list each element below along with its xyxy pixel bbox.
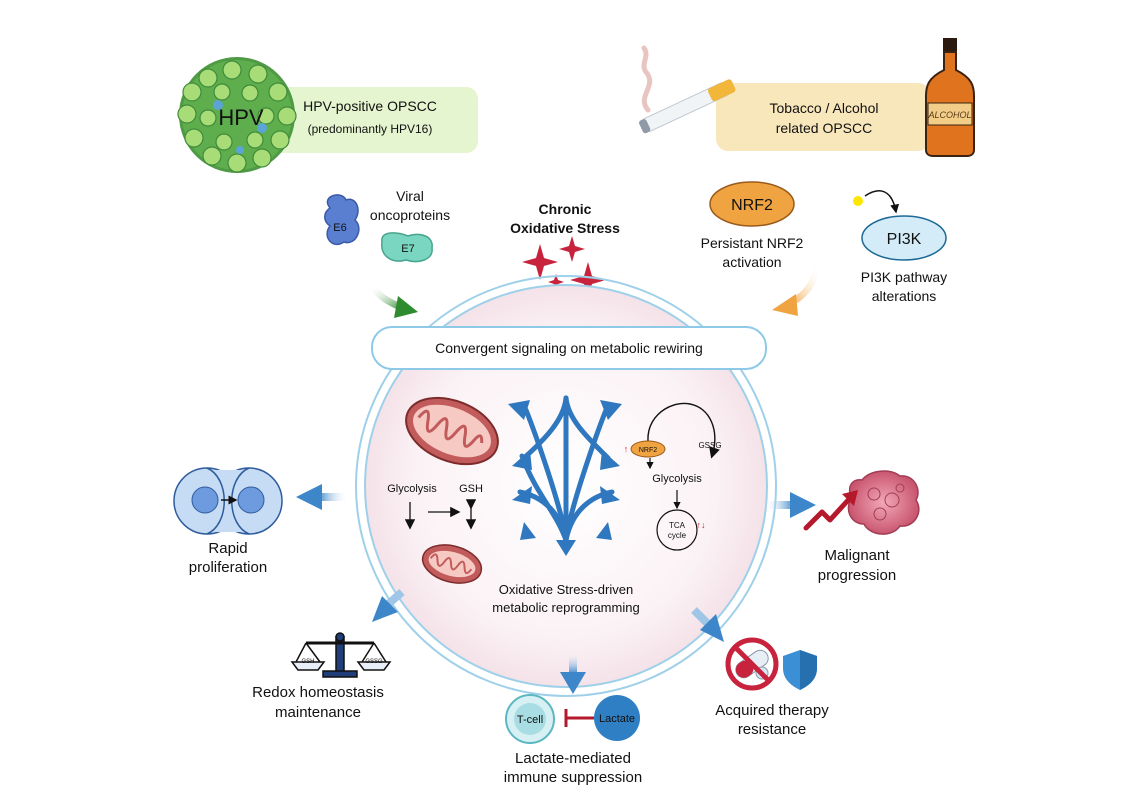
- balance-scale-icon: [290, 632, 392, 678]
- convergent-signaling-banner: [371, 326, 767, 370]
- tcell-label: T-cell: [517, 714, 543, 726]
- outcome-malignant: Malignant progression: [803, 470, 920, 584]
- e6-label: E6: [333, 222, 346, 234]
- lactate-label: Lactate: [599, 713, 635, 725]
- ligand-dot-icon: [853, 196, 863, 206]
- banner-label: Convergent signaling on metabolic rewiri…: [435, 340, 703, 356]
- outcome-lactate: T-cell Lactate Lactate-mediated immune s…: [504, 694, 642, 786]
- tobacco-section: ALCOHOL Tobacco / Alcohol related OPSCC: [639, 38, 975, 157]
- gssg-label: GSSG: [698, 441, 721, 450]
- output-arrow-bottom: [560, 652, 586, 694]
- nrf2-up-arrow-icon: ↑: [624, 444, 629, 454]
- nrf2-caption-line1: Persistant NRF2: [701, 235, 804, 251]
- e7-label: E7: [401, 243, 414, 255]
- redox-line2: maintenance: [275, 704, 361, 721]
- hpv-box-title: HPV-positive OPSCC: [303, 98, 437, 114]
- alcohol-bottle-label: ALCOHOL: [927, 110, 971, 120]
- pi3k-oval: [861, 215, 947, 261]
- oxidative-stress: Chronic Oxidative Stress: [510, 201, 620, 298]
- input-arrow-orange: [772, 262, 822, 316]
- proliferation-line2: proliferation: [189, 559, 267, 576]
- hpv-section: HPV HPV-positive OPSCC (predominantly HP…: [177, 57, 478, 173]
- scale-right-label: GSSG: [365, 659, 383, 665]
- therapy-line1: Acquired therapy: [715, 702, 829, 719]
- nrf2-small-oval: [630, 440, 666, 458]
- nrf2-oval: [709, 181, 795, 227]
- pi3k-oval-label: PI3K: [887, 231, 922, 248]
- pi3k-activation-arrow: [864, 190, 900, 214]
- no-pill-icon: [725, 637, 779, 691]
- tca-label-line1: TCA: [669, 521, 686, 530]
- viral-oncoproteins: E6 E7 Viral oncoproteins: [324, 188, 450, 263]
- output-arrow-right: [764, 492, 816, 518]
- nrf2-caption-line2: activation: [722, 254, 781, 270]
- sparkle-icons: [522, 236, 606, 298]
- tobacco-box-line1: Tobacco / Alcohol: [770, 100, 879, 116]
- output-arrow-left: [296, 484, 348, 510]
- tca-up-down-icon: ↑↓: [697, 520, 706, 530]
- cigarette-icon: [639, 45, 736, 134]
- glycolysis-right-label: Glycolysis: [652, 473, 702, 485]
- hpv-virus-label: HPV: [218, 105, 264, 130]
- mitochondrion-small-icon: [421, 544, 483, 584]
- alcohol-bottle-icon: ALCOHOL: [925, 38, 975, 157]
- lactate-line2: immune suppression: [504, 769, 642, 786]
- pi3k-caption-line2: alterations: [872, 288, 937, 304]
- tumor-icon: [847, 470, 920, 535]
- therapy-line2: resistance: [738, 721, 806, 738]
- central-hub: Convergent signaling on metabolic rewiri…: [355, 275, 777, 697]
- e7-protein-icon: [381, 232, 433, 263]
- e6-protein-icon: [324, 194, 360, 246]
- malignant-line2: progression: [818, 567, 896, 584]
- gsh-label: GSH: [459, 483, 483, 495]
- lactate-icon: [594, 695, 640, 741]
- input-arrow-green: [368, 282, 418, 318]
- outcome-therapy: Acquired therapy resistance: [715, 637, 829, 738]
- pi3k-section: PI3K PI3K pathway alterations: [853, 190, 947, 304]
- tobacco-box-line2: related OPSCC: [776, 120, 872, 136]
- output-arrow-bottom-right: [691, 607, 724, 642]
- stress-title-line2: Oxidative Stress: [510, 220, 620, 236]
- nrf2-section: NRF2 Persistant NRF2 activation: [701, 181, 804, 270]
- center-caption-line1: Oxidative Stress-driven: [499, 582, 633, 597]
- mitochondrion-large-icon: [405, 396, 499, 466]
- hpv-box-subtitle: (predominantly HPV16): [308, 122, 433, 136]
- viral-title-line2: oncoproteins: [370, 207, 450, 223]
- convergence-arrowheads: [508, 400, 622, 556]
- redox-line1: Redox homeostasis: [252, 684, 384, 701]
- pi3k-caption-line1: PI3K pathway: [861, 269, 947, 285]
- outcome-redox: GSH GSSG Redox homeostasis maintenance: [252, 632, 392, 721]
- hpv-box: [262, 87, 478, 153]
- center-caption-line2: metabolic reprogramming: [492, 600, 639, 615]
- trend-up-arrow-icon: [803, 490, 858, 531]
- output-arrow-bottom-left: [372, 588, 405, 622]
- malignant-line1: Malignant: [824, 547, 890, 564]
- nrf2-cycle-arrow: [647, 402, 720, 459]
- nrf2-oval-label: NRF2: [731, 197, 773, 214]
- proliferation-line1: Rapid: [208, 540, 247, 557]
- glycolysis-left-label: Glycolysis: [387, 483, 437, 495]
- nrf2-small-label: NRF2: [639, 447, 657, 454]
- tca-cycle-circle: [656, 509, 698, 551]
- tobacco-box: [716, 83, 930, 151]
- outcome-proliferation: Rapid proliferation: [173, 467, 283, 576]
- tca-label-line2: cycle: [668, 531, 687, 540]
- hpv-virus-icon: HPV: [177, 57, 297, 173]
- scale-left-label: GSH: [301, 659, 314, 665]
- stress-title-line1: Chronic: [539, 201, 592, 217]
- dividing-cell-icon: [173, 467, 283, 535]
- lactate-line1: Lactate-mediated: [515, 750, 631, 767]
- viral-title-line1: Viral: [396, 188, 424, 204]
